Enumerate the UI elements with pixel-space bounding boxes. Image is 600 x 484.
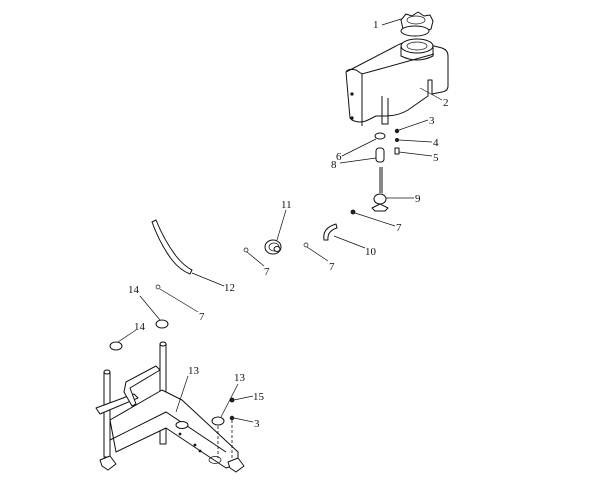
grommet-13 — [211, 416, 225, 426]
callout-4: 4 — [433, 137, 439, 149]
callout-14: 14 — [128, 284, 140, 296]
callout-14: 14 — [134, 321, 146, 333]
clamp — [350, 209, 356, 215]
fuel-cap — [400, 11, 434, 37]
clamp — [155, 284, 161, 290]
hose-10 — [323, 223, 338, 241]
callout-5: 5 — [433, 152, 439, 164]
leader-lines — [117, 18, 443, 423]
cap-14 — [109, 341, 123, 351]
callout-12: 12 — [224, 282, 235, 294]
fuel-tank — [345, 38, 449, 126]
callout-11: 11 — [281, 199, 292, 211]
callout-1: 1 — [373, 19, 379, 31]
outlet-parts — [371, 128, 400, 212]
callout-10: 10 — [365, 246, 377, 258]
clamp — [303, 242, 309, 248]
callout-2: 2 — [443, 97, 449, 109]
callout-7: 7 — [329, 261, 335, 273]
callout-7: 7 — [396, 222, 402, 234]
callout-9: 9 — [415, 193, 421, 205]
callout-8: 8 — [331, 159, 337, 171]
callout-7: 7 — [264, 266, 270, 278]
callout-7: 7 — [199, 311, 205, 323]
fuel-filter-11 — [264, 239, 282, 255]
stand-frame — [95, 341, 245, 473]
cap-14 — [155, 319, 169, 329]
callout-15: 15 — [253, 391, 265, 403]
callout-3: 3 — [254, 418, 260, 430]
callout-6: 6 — [336, 151, 342, 163]
washer-3 — [229, 415, 235, 421]
callout-13: 13 — [234, 372, 246, 384]
callout-3: 3 — [429, 115, 435, 127]
hose-12 — [151, 219, 193, 275]
callout-13: 13 — [188, 365, 200, 377]
clamp — [243, 247, 249, 253]
